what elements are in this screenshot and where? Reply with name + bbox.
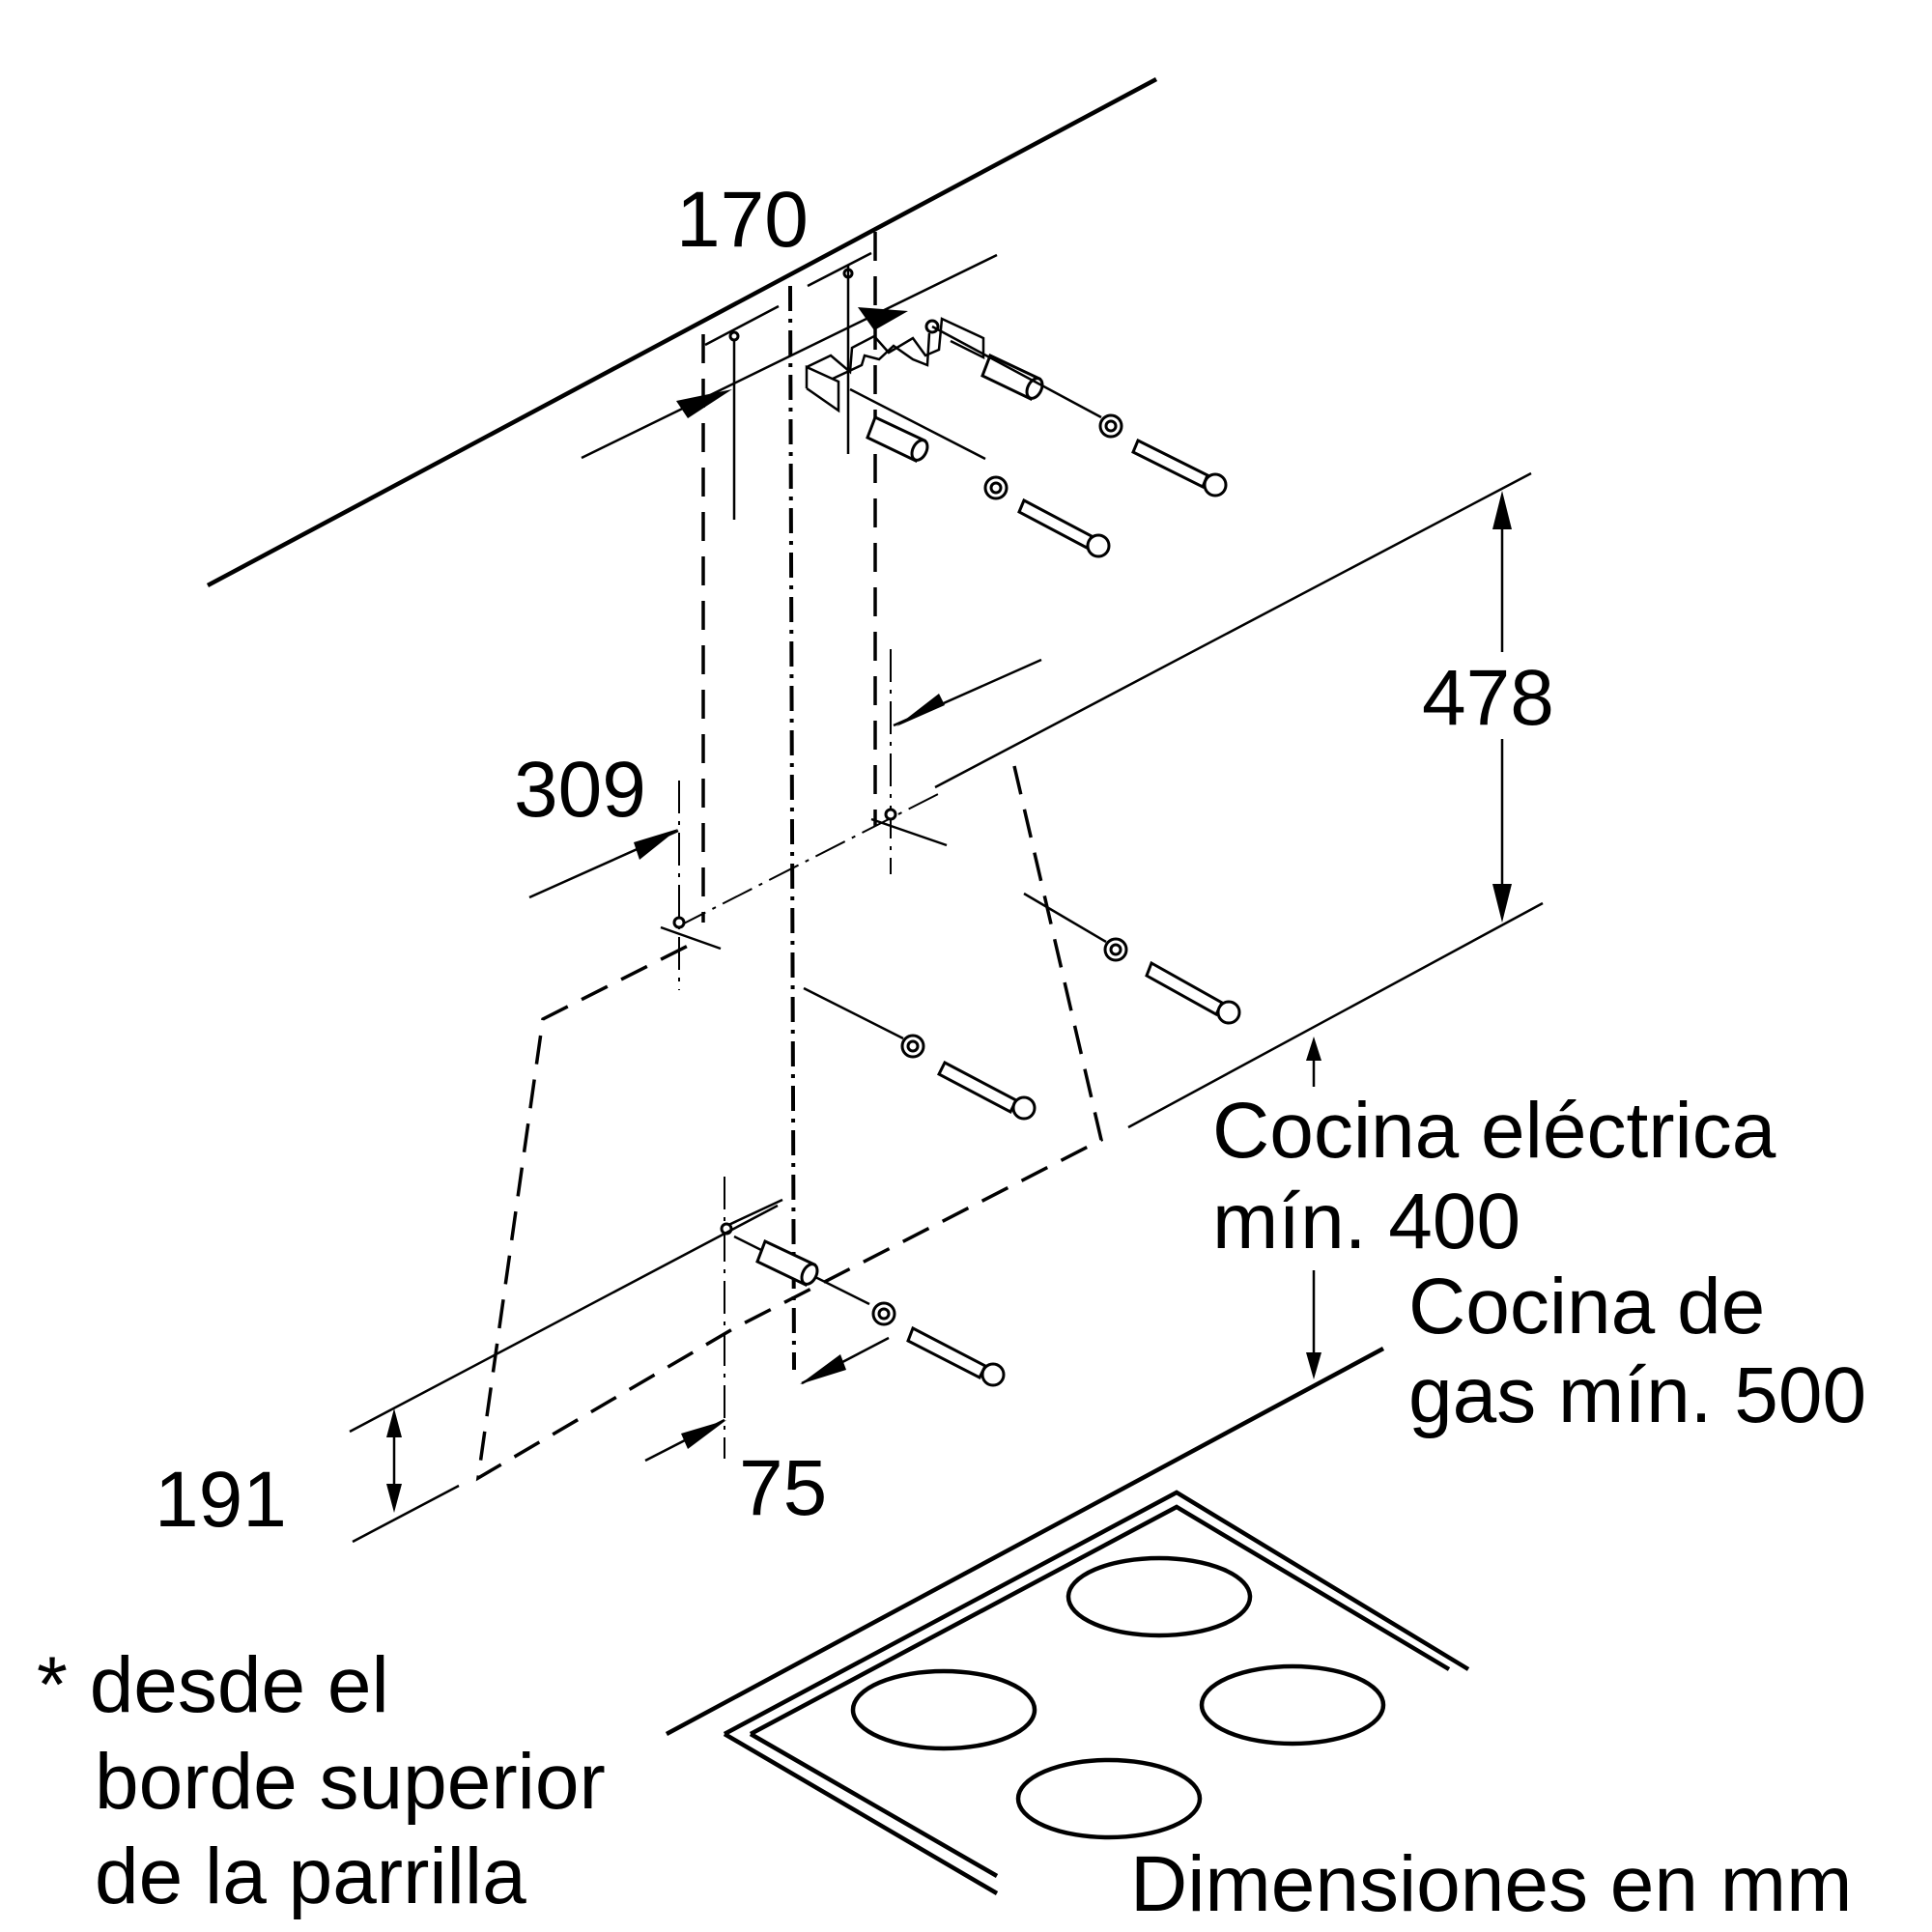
tick-mid-right: [870, 817, 948, 847]
cooktop-back-edge: [665, 1347, 1385, 1736]
clearance-electric-line2: mín. 400: [1212, 1178, 1520, 1265]
dim-478-arrow-up: [1492, 491, 1512, 529]
screw-path-2: [931, 325, 1102, 419]
wall-plug-top-2: [980, 353, 1044, 402]
dim-170-arrow: [858, 307, 908, 330]
dim-label-75: 75: [739, 1444, 827, 1532]
clearance-gas-line1: Cocina de: [1408, 1263, 1765, 1350]
dim-75-arrow-left: [681, 1420, 726, 1449]
washer-mid-left-hole: [906, 1039, 920, 1053]
burner-back: [1065, 1555, 1253, 1638]
dim-478-lower-ext: [1127, 901, 1544, 1129]
clearance-arrow-up: [1306, 1037, 1321, 1061]
footnote-line2: borde superior: [95, 1738, 606, 1826]
tick-mid-left: [660, 925, 722, 951]
clearance-arrow-down: [1306, 1352, 1321, 1379]
burner-left: [850, 1668, 1037, 1751]
wall-bracket: [805, 317, 985, 413]
chain-low-h: [724, 1198, 783, 1229]
dim-label-309: 309: [514, 746, 646, 834]
wall-plug-top-1: [866, 414, 929, 464]
dim-label-191: 191: [155, 1456, 287, 1544]
cooktop: [723, 1490, 1470, 1895]
chain-top-left-h: [704, 304, 780, 347]
anchor-hole-mid-left: [672, 916, 686, 929]
screw-top-2: [1131, 438, 1228, 497]
anchor-hole-mid-right: [884, 808, 897, 821]
anchor-hole-top-left: [728, 330, 740, 342]
burner-front: [1015, 1757, 1203, 1840]
washer-mid-right-hole: [1109, 943, 1122, 956]
dim-191-lower-ext: [352, 1484, 460, 1544]
washer-low-hole: [877, 1307, 891, 1321]
chain-top-right-h: [807, 251, 872, 288]
dim-191-arrow-down: [386, 1484, 402, 1513]
guide-dashdot-center: [788, 285, 796, 1371]
dim-478-arrow-down: [1492, 884, 1512, 923]
screw-top-1: [1017, 497, 1111, 558]
hood-outline: [475, 765, 1104, 1482]
screw-low: [906, 1325, 1006, 1387]
dim-label-170: 170: [676, 176, 809, 264]
burner-right: [1199, 1663, 1386, 1747]
footnote-line3: de la parrilla: [95, 1833, 526, 1920]
units-note: Dimensiones en mm: [1130, 1840, 1852, 1928]
washer-top-1-hole: [989, 481, 1003, 495]
dim-170-line: [581, 253, 998, 460]
dim-label-478: 478: [1422, 654, 1554, 742]
chain-mid-diagonal: [675, 791, 943, 928]
screw-path-mid-left: [803, 986, 904, 1040]
dim-478-upper-ext: [934, 471, 1532, 789]
ceiling-line: [206, 77, 1158, 587]
wall-plug-low: [755, 1238, 819, 1288]
clearance-gas-line2: gas mín. 500: [1408, 1351, 1866, 1439]
dim-191-arrow-up: [386, 1408, 402, 1437]
dim-309-arrow-left: [634, 829, 678, 860]
screw-path-mid-right: [1023, 892, 1107, 944]
screw-path-1: [849, 387, 986, 461]
footnote-line1: * desde el: [37, 1641, 389, 1729]
dim-75-arrow-right: [800, 1354, 846, 1384]
dim-191-upper-ext: [349, 1204, 779, 1434]
washer-top-2-hole: [1104, 419, 1118, 433]
screw-mid-left: [937, 1060, 1037, 1121]
clearance-electric-line1: Cocina eléctrica: [1212, 1087, 1776, 1175]
screw-mid-right: [1145, 960, 1241, 1025]
dim-309-arrow-right: [896, 694, 945, 726]
